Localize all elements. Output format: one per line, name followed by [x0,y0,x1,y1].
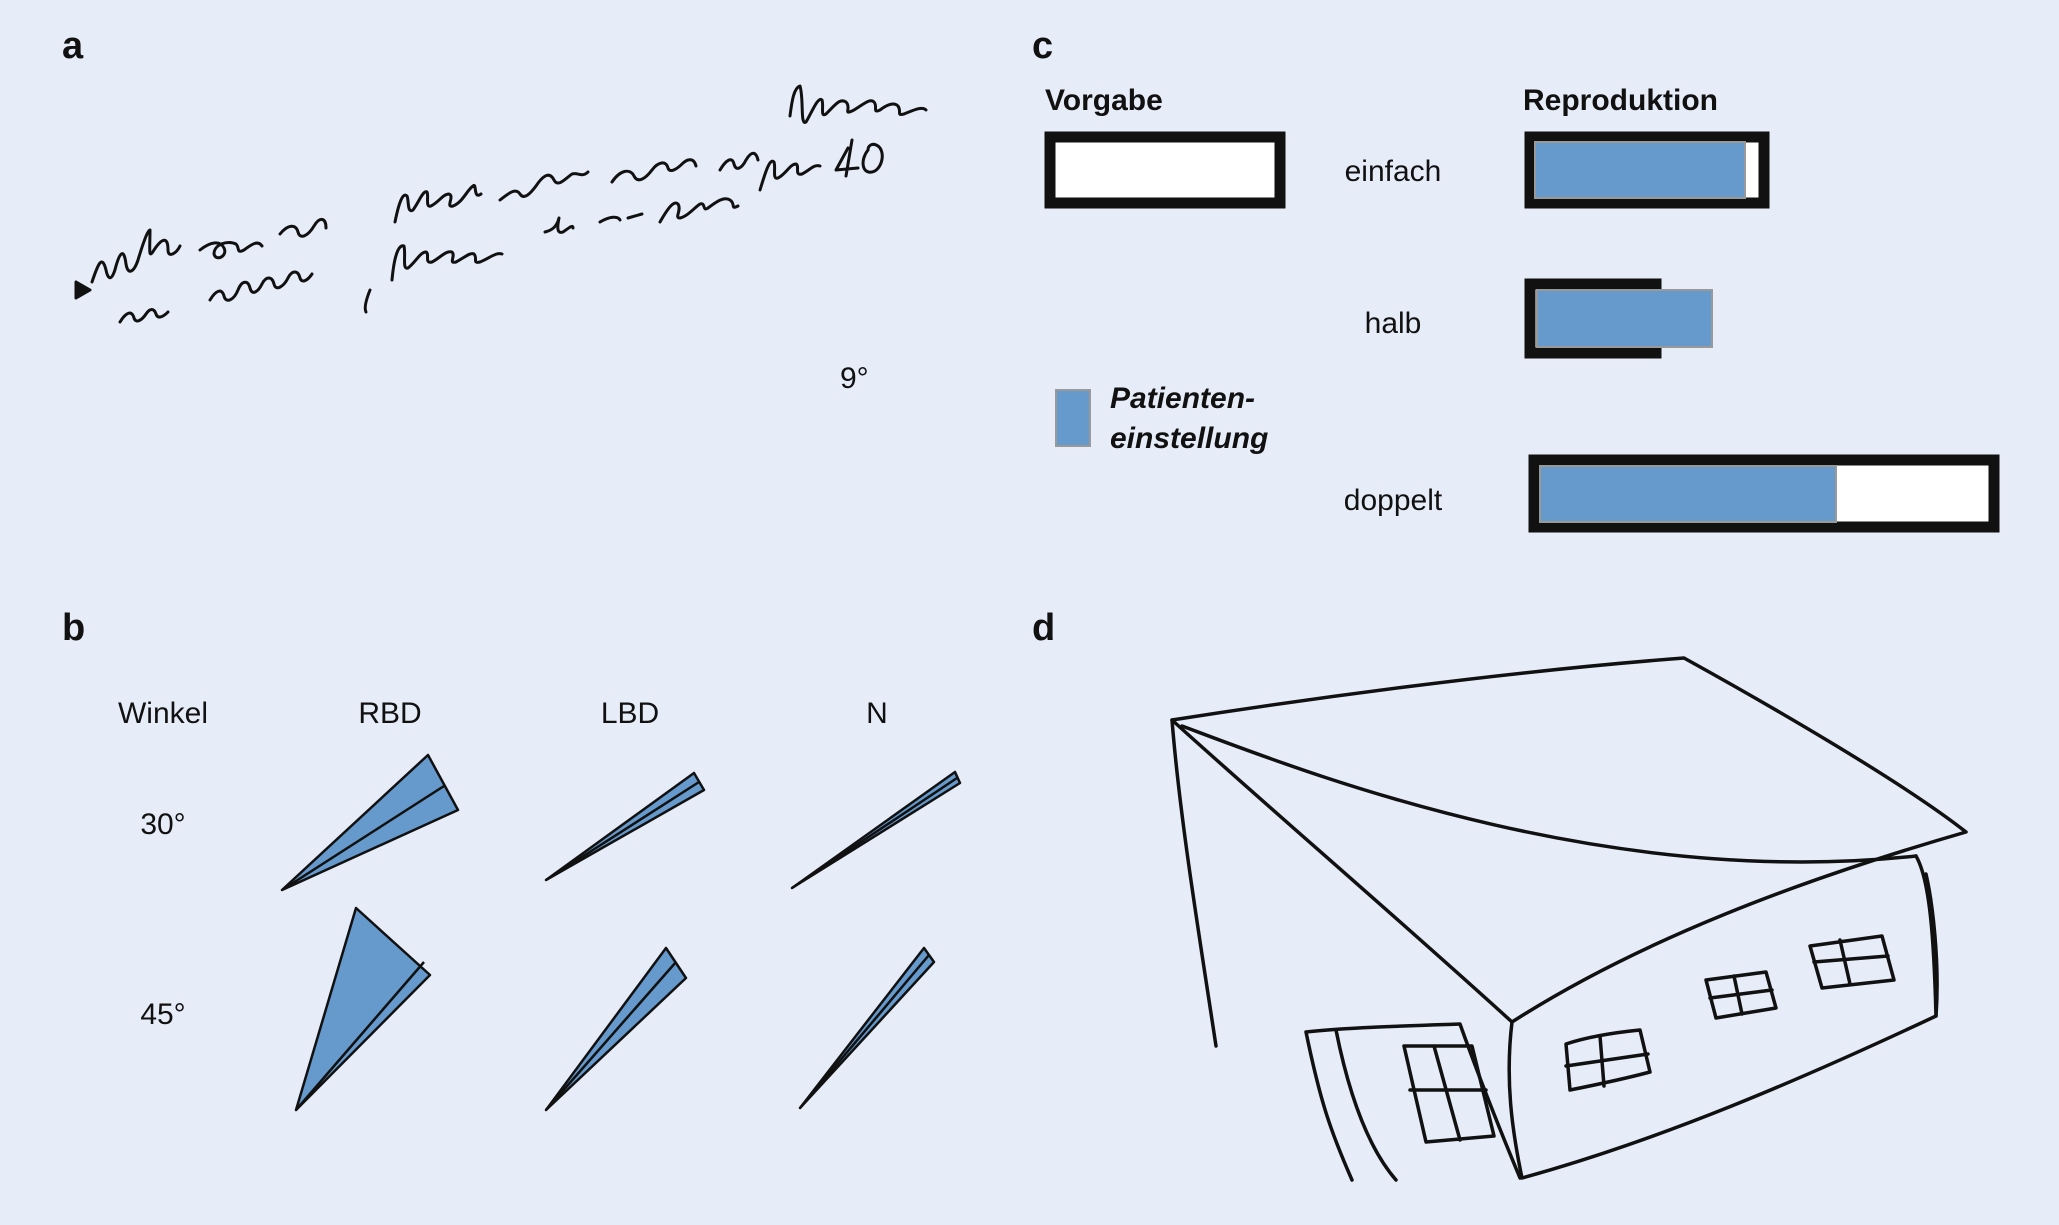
panel-a: a 9° [62,25,928,395]
roof-ridge [1180,724,1918,864]
condition-label-halb: halb [1365,307,1422,340]
wedge-30-rbd [280,753,460,892]
wedge-45-rbd [294,906,432,1112]
wedge-45-n [798,946,936,1110]
column-header-lbd: LBD [601,697,659,730]
column-header-winkel: Winkel [118,697,208,730]
panel-a-letter: a [62,25,84,67]
legend-line-1: Patienten- [1110,382,1255,415]
reproduction-halb [1524,278,1713,359]
front-wall [1507,872,1939,1180]
column-header-rbd: RBD [358,697,421,730]
wedge-30-lbd [544,771,706,882]
panel-d: d [1032,607,1968,1182]
handwriting-line-1 [90,84,928,284]
header-vorgabe: Vorgabe [1045,84,1163,117]
handwriting-sample [74,84,928,324]
panel-c-letter: c [1032,25,1053,67]
column-header-n: N [866,697,888,730]
condition-label-einfach: einfach [1345,155,1442,188]
header-reproduktion: Reproduktion [1523,84,1718,117]
legend-swatch [1055,389,1091,447]
condition-label-doppelt: doppelt [1344,484,1443,517]
line-start-marker [74,280,92,300]
front-window-2 [1704,970,1778,1020]
handwriting-line-2 [118,159,822,324]
handwriting-number-40 [834,138,884,178]
panel-b-letter: b [62,607,85,649]
legend-line-2: einstellung [1110,422,1268,455]
right-wall-edge [1914,854,1938,1018]
annex-window [1402,1044,1496,1144]
front-window-3 [1808,934,1896,990]
wedge-45-lbd [544,946,688,1112]
row-label-30: 30° [140,808,185,841]
left-wall [1170,718,1218,1048]
front-window-1 [1564,1028,1652,1092]
row-label-45: 45° [140,998,185,1031]
panel-c: c Vorgabe Reproduktion einfach halb dopp… [1032,25,2000,533]
reproduction-doppelt [1528,454,2000,533]
panel-b: b Winkel RBD LBD N 30° 45° [62,607,962,1112]
house-drawing [1170,656,1968,1182]
roof-outline [1170,656,1968,1024]
angle-label: 9° [840,362,869,395]
wedge-30-n [790,770,962,890]
annex [1304,1022,1522,1182]
target-bar [1044,131,1286,209]
panel-d-letter: d [1032,607,1055,649]
reproduction-einfach [1524,131,1770,209]
